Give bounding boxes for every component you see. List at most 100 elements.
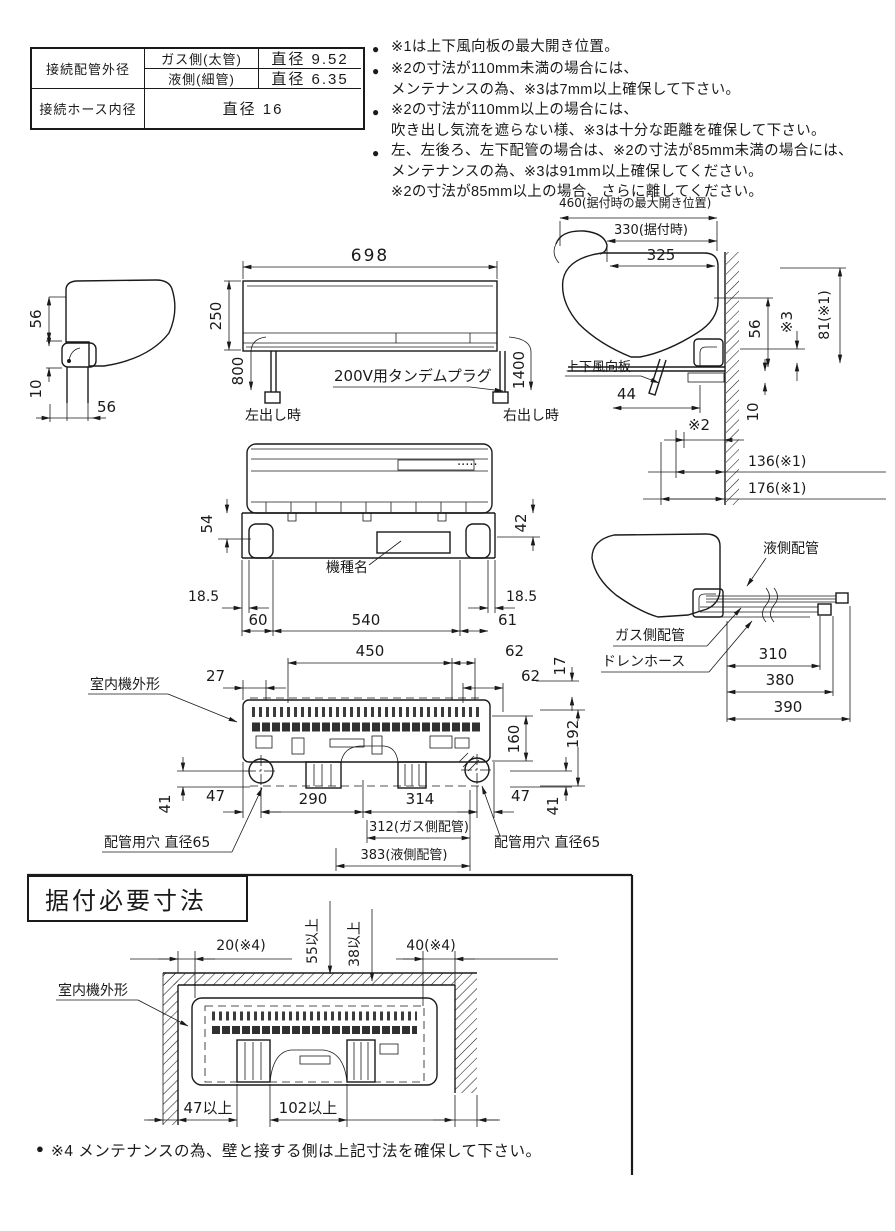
- front-view: 698 250 800 1400 左出し時 右出し時 200V用タンデムプラグ: [207, 246, 559, 424]
- label-liquid-pipe: 液側配管: [763, 541, 819, 557]
- note-text: ※2の寸法が85mm以上の場合、さらに離してください。: [391, 183, 764, 200]
- wall-hatch: [726, 252, 739, 505]
- dim-54: 54: [198, 514, 216, 533]
- dim-540: 540: [352, 611, 381, 629]
- open-panel-curl: [555, 230, 608, 255]
- unit-bottom-outline: [246, 443, 493, 514]
- bullet-icon: ●: [372, 145, 380, 160]
- pipe-spec-table: 接続配管外径 ガス側(太管) 直径 9.52 液側(細管) 直径 6.35 接続…: [30, 47, 365, 130]
- label-airflow-flap: 上下風向板: [566, 359, 631, 375]
- install-side-view: 460(据付時の最大開き位置) 330(据付時) 325 上下風向板 44 ※2…: [553, 195, 886, 505]
- section-title-box: 据付必要寸法: [27, 875, 248, 922]
- gas-pipe-fitting: [817, 603, 832, 616]
- table-cell-outer-label: 接続配管外径: [32, 49, 145, 89]
- dim-61: 61: [498, 611, 517, 629]
- indoor-unit-profile-small: [591, 533, 721, 618]
- dim-38-min: 38以上: [347, 921, 363, 967]
- table-cell-gas-value: 直径 9.52: [259, 49, 361, 69]
- dim-55-min: 55以上: [305, 918, 321, 964]
- dim-310: 310: [759, 645, 788, 663]
- dim-176: 176(※1): [748, 481, 806, 497]
- label-model-name: 機種名: [326, 560, 368, 576]
- model-name-plate: [376, 531, 451, 554]
- side-view-left: 56 10 56: [27, 279, 176, 422]
- dim-18-5-right: 18.5: [506, 589, 537, 605]
- pipe-side-view: 液側配管 ガス側配管 ドレンホース 310 380 390: [591, 533, 851, 722]
- dim-102-min: 102以上: [279, 1099, 338, 1117]
- plate-leg-right: [397, 761, 427, 789]
- table-cell-hose-label: 接続ホース内径: [32, 89, 145, 128]
- liquid-pipe-fitting: [835, 592, 849, 604]
- note-line: ● ※2の寸法が110mm未満の場合には、: [372, 60, 892, 82]
- label-piping-hole-right: 配管用穴 直径65: [494, 834, 600, 851]
- dim-44: 44: [617, 385, 636, 403]
- note-line: 吹き出し気流を遮らない様、※3は十分な距離を確保して下さい。: [372, 122, 892, 142]
- dim-450: 450: [356, 642, 385, 660]
- dim-10-side: 10: [27, 379, 45, 398]
- side-flap-box: [61, 342, 97, 368]
- plug-left: [264, 391, 281, 404]
- wall-hatch-right: [455, 985, 477, 1093]
- bullet-icon: ●: [372, 104, 380, 119]
- pipe-bracket: [692, 588, 724, 618]
- plate-leg-right-small: [346, 1039, 376, 1083]
- label-unit-outline-space: 室内機外形: [58, 982, 128, 999]
- wall-bracket: [693, 338, 724, 367]
- table-cell-hose-value: 直径 16: [222, 101, 284, 118]
- bullet-icon: ●: [36, 1141, 44, 1156]
- note-line: メンテナンスの為、※3は91mm以上確保してください。: [372, 163, 892, 183]
- dim-250: 250: [207, 302, 225, 331]
- indicator-dots: ·····: [457, 458, 478, 473]
- note-text: 吹き出し気流を遮らない様、※3は十分な距離を確保して下さい。: [391, 123, 826, 139]
- dim-136: 136(※1): [748, 454, 806, 470]
- dim-800: 800: [229, 357, 247, 386]
- dim-460-max-open: 460(据付時の最大開き位置): [559, 195, 711, 210]
- shelf-hatch: [687, 372, 725, 383]
- indoor-unit-side-outline: [65, 279, 176, 367]
- note-line: ● ※1は上下風向板の最大開き位置。: [372, 38, 892, 60]
- dim-41-left: 41: [156, 794, 174, 813]
- dim-56-side-bottom: 56: [97, 398, 116, 416]
- note-line: メンテナンスの為、※3は7mm以上確保して下さい。: [372, 81, 892, 101]
- dim-56-side-top: 56: [27, 309, 45, 328]
- dim-380: 380: [766, 671, 795, 689]
- note-text: ※2の寸法が110mm未満の場合には、: [391, 60, 639, 77]
- airflow-flap: [648, 358, 667, 396]
- bullet-icon: ●: [372, 63, 380, 78]
- note-text: ※1は上下風向板の最大開き位置。: [391, 39, 620, 55]
- dim-62-top: 62: [505, 642, 524, 660]
- rear-view: 室内機外形 配管用穴 直径65 配管用穴 直径65 27 450 62 62: [88, 642, 600, 871]
- plate-leg-left: [305, 761, 342, 789]
- install-space-section: 20(※4) 55以上 38以上 40(※4) 室内機外形 47以上 102以上: [27, 873, 634, 1175]
- dim-312-gas: 312(ガス側配管): [369, 820, 469, 835]
- table-cell-liquid-label: 液側(細管): [145, 69, 259, 89]
- dim-47-left: 47: [206, 787, 225, 805]
- label-unit-outline: 室内機外形: [90, 676, 160, 693]
- dim-47-right: 47: [511, 787, 530, 805]
- label-right-outlet: 右出し時: [503, 408, 559, 424]
- bullet-icon: ●: [372, 42, 380, 56]
- dim-314: 314: [406, 790, 435, 808]
- dim-18-5-left: 18.5: [188, 589, 219, 605]
- wall-hatch-top: [163, 973, 477, 985]
- label-tandem-plug: 200V用タンデムプラグ: [334, 367, 492, 385]
- dim-390: 390: [774, 698, 803, 716]
- table-cell-liquid-value: 直径 6.35: [259, 69, 361, 89]
- dim-10-install: 10: [744, 402, 762, 421]
- dim-20: 20(※4): [216, 938, 265, 954]
- dim-698: 698: [351, 246, 389, 266]
- dim-1400: 1400: [510, 351, 528, 389]
- indoor-unit-front-outline: [242, 280, 498, 352]
- note-line: ※2の寸法が85mm以上の場合、さらに離してください。: [372, 183, 892, 203]
- dim-42: 42: [512, 513, 530, 532]
- bottom-view: ····· 機種名 54 42 18.5: [188, 443, 540, 636]
- label-drain-hose: ドレンホース: [602, 654, 685, 670]
- note-text: ※2の寸法が110mm以上の場合には、: [391, 101, 639, 118]
- dim-330-installed: 330(据付時): [614, 223, 688, 238]
- dim-41-right: 41: [544, 796, 562, 815]
- dim-47-min: 47以上: [183, 1099, 232, 1117]
- foot-right: [465, 523, 491, 559]
- wall-hatch-left: [163, 973, 178, 1125]
